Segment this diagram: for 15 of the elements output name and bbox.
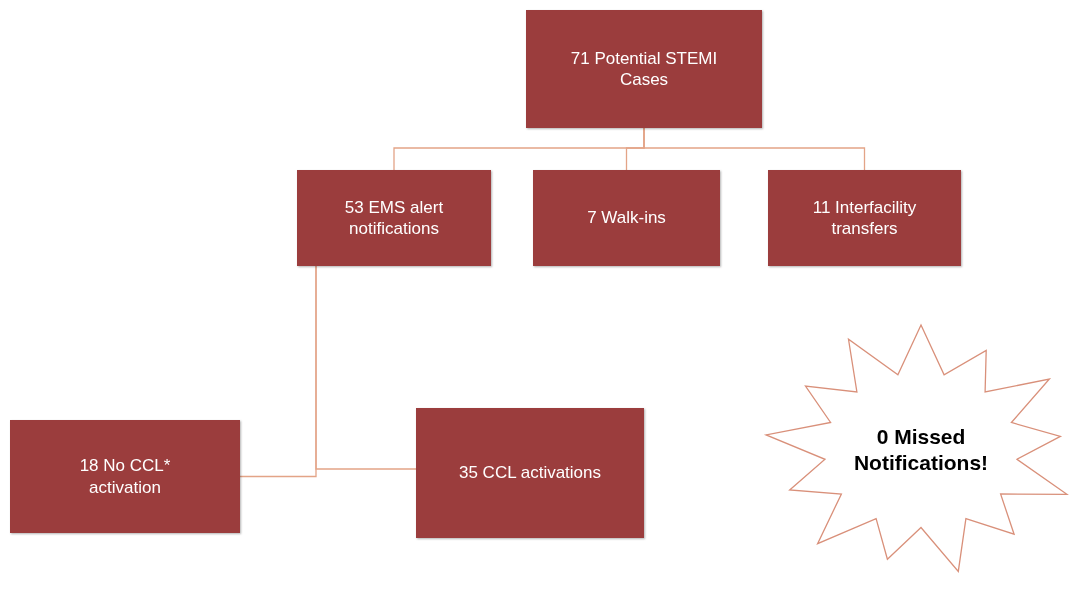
box-label: 7 Walk-ins	[586, 207, 667, 229]
connector-line	[643, 127, 866, 171]
callout-text: 0 Missed Notifications!	[852, 423, 990, 476]
process-box	[416, 408, 644, 538]
process-box	[297, 170, 491, 266]
box-label: 71 Potential STEMI Cases	[569, 47, 719, 91]
process-box	[768, 170, 961, 266]
process-box	[526, 10, 762, 128]
box-label: 18 No CCL* activation	[78, 455, 172, 498]
box-label: 11 Interfacility transfers	[811, 196, 918, 240]
connector-line	[315, 265, 417, 470]
box-label: 53 EMS alert notifications	[343, 196, 445, 240]
process-box	[533, 170, 720, 266]
process-box	[10, 420, 240, 533]
box-label: 35 CCL activations	[457, 462, 603, 484]
